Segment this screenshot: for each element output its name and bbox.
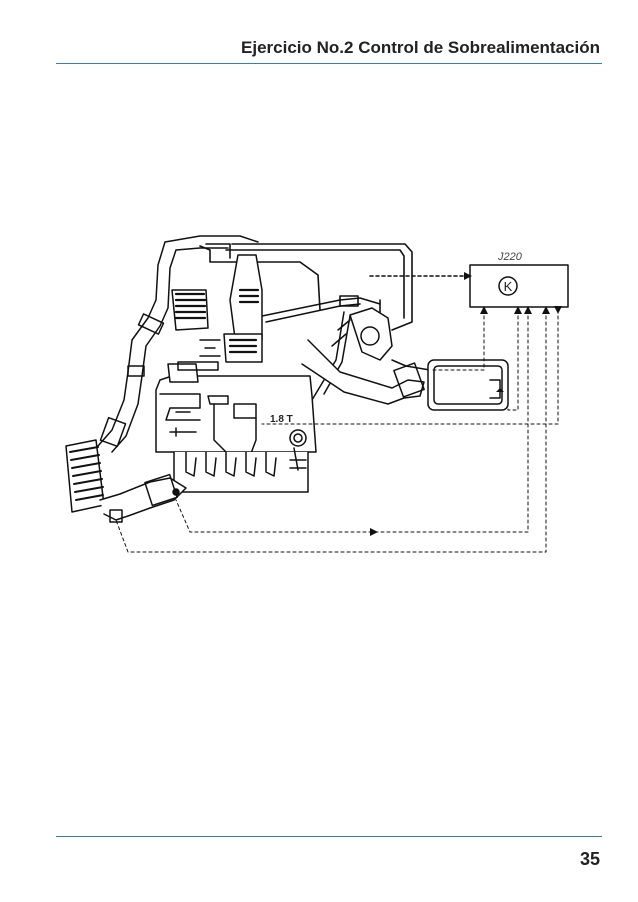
- signal-arrows: [370, 272, 562, 536]
- engine-label: 1.8 T: [270, 414, 293, 425]
- footer-rule: [56, 836, 602, 837]
- engine-block: [155, 339, 317, 457]
- air-mass-meter-hose: [99, 473, 187, 523]
- page-title: Ejercicio No.2 Control de Sobrealimentac…: [241, 38, 600, 57]
- control-unit-symbol: K: [504, 279, 513, 294]
- control-unit-label: J220: [497, 251, 523, 263]
- control-unit-j220: [469, 264, 569, 308]
- turbocharger: [171, 254, 263, 363]
- page-number: 35: [579, 849, 600, 869]
- charge-pipe: [97, 235, 259, 453]
- signal-lines: [115, 309, 559, 553]
- air-filter-box: [427, 359, 509, 411]
- throttle-pipe: [301, 339, 433, 405]
- intake-manifold: [173, 447, 309, 493]
- intercooler: [65, 439, 105, 513]
- header-rule: [56, 63, 602, 64]
- boost-control-diagram: J220 K 1.8 T: [65, 235, 569, 553]
